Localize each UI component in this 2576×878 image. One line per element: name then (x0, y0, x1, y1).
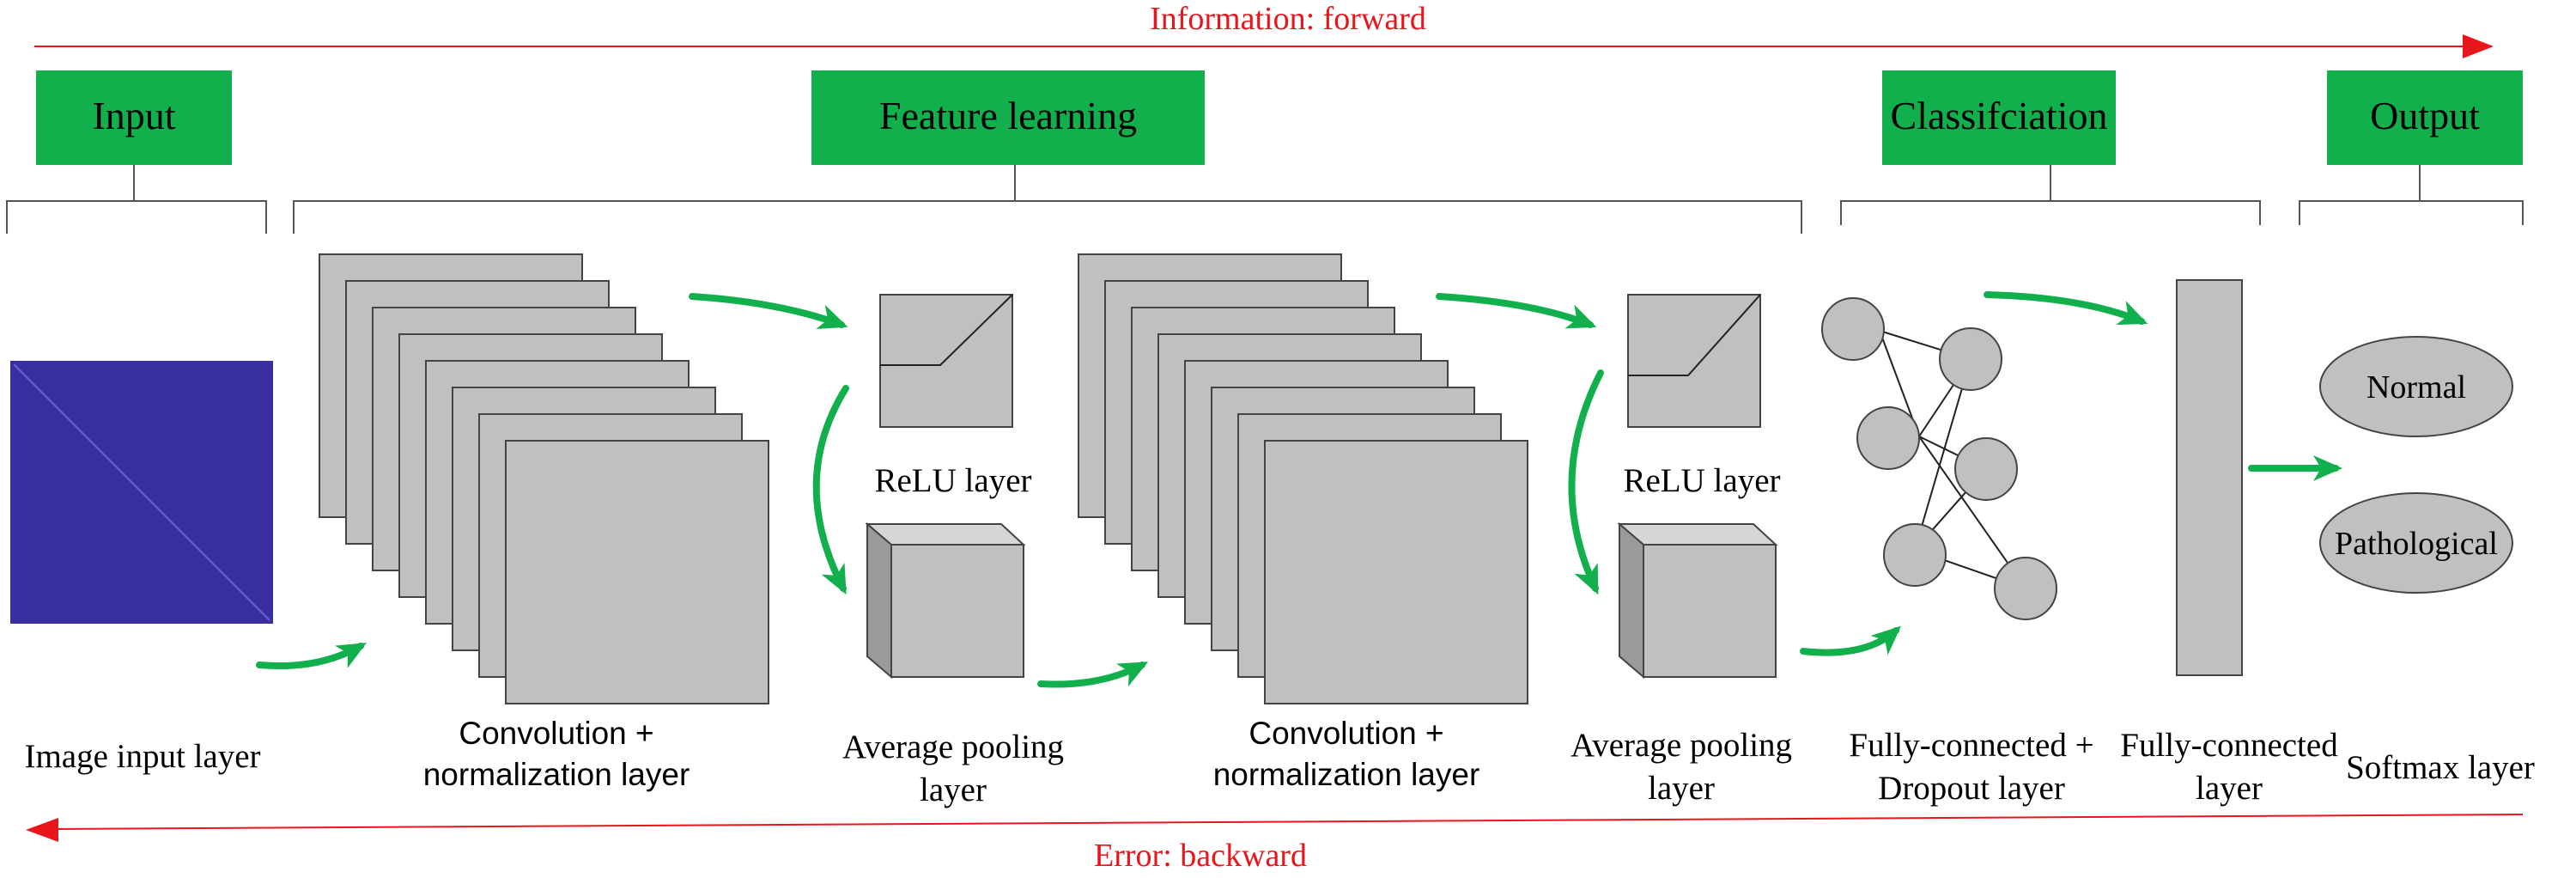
green-arrow (1984, 291, 2148, 325)
label-avgpool1-line1: Average pooling (842, 729, 1064, 765)
stage-header-feature-learning: Feature learning (811, 70, 1205, 165)
softmax-output-pathological: Pathological (2319, 492, 2513, 594)
forward-arrow-head (2463, 34, 2494, 58)
green-arrow (1037, 662, 1149, 688)
stage-header-classification-box (1882, 70, 2116, 165)
bracket-input (6, 165, 267, 234)
label-conv2-line2: normalization layer (1213, 757, 1480, 792)
backward-flow-label: Error: backward (1094, 838, 1307, 874)
label-relu1: ReLU layer (874, 462, 1031, 499)
fc-neuron (1821, 297, 1885, 361)
label-avgpool1-line2: layer (920, 771, 987, 808)
relu-icon-2 (1627, 294, 1761, 428)
connector-arrows (256, 291, 2342, 688)
stage-header-feature-learning-label: Feature learning (879, 94, 1137, 137)
stage-brackets (6, 165, 2524, 234)
bracket-feature-learning (293, 165, 1802, 234)
relu-icon-1 (879, 294, 1013, 428)
bracket-classification (1840, 165, 2261, 225)
fc-neuron (1954, 437, 2018, 501)
conv-stack-1 (319, 253, 769, 704)
output-normal-label: Normal (2366, 369, 2466, 405)
stage-header-input-label: Input (92, 94, 175, 137)
label-avgpool2-line2: layer (1648, 770, 1715, 807)
avgpool-cube-2 (1617, 521, 1778, 680)
fc-neuron (1856, 406, 1920, 470)
label-avgpool2-line1: Average pooling (1571, 727, 1792, 764)
label-conv1-line2: normalization layer (423, 757, 690, 792)
stage-header-classification: Classifciation (1882, 70, 2116, 165)
backward-flow: Error: backward (26, 814, 2524, 874)
stage-header-classification-label: Classifciation (1891, 94, 2108, 137)
backward-arrow-head (26, 818, 58, 842)
stage-header-input-box (36, 70, 232, 165)
label-image-input: Image input layer (24, 738, 260, 775)
backward-arrow-line (52, 814, 2524, 830)
forward-flow: Information: forward (34, 1, 2494, 58)
label-conv2-line1: Convolution + (1249, 716, 1443, 751)
stage-header-output-label: Output (2370, 94, 2480, 137)
green-arrow (812, 385, 849, 595)
fc-neuron (1883, 523, 1947, 587)
output-pathological-label: Pathological (2335, 526, 2498, 562)
conv-stack-2-map (1264, 440, 1528, 704)
label-fc-line2: layer (2196, 770, 2263, 807)
softmax-output-normal: Normal (2319, 336, 2513, 437)
label-fc-line1: Fully-connected (2120, 727, 2338, 764)
green-arrow (1568, 369, 1604, 595)
input-image (10, 361, 273, 624)
green-arrow (689, 293, 848, 330)
green-arrow (256, 643, 367, 670)
green-arrow (1800, 625, 1901, 656)
green-arrow (1436, 293, 1597, 329)
fc-dropout-network (1821, 297, 2057, 620)
label-conv1-line1: Convolution + (459, 716, 653, 751)
forward-flow-label: Information: forward (1150, 1, 1426, 37)
fc-layer-bar (2176, 279, 2243, 676)
stage-header-input: Input (36, 70, 232, 165)
fc-neuron (1994, 557, 2057, 620)
label-softmax: Softmax layer (2346, 749, 2535, 786)
conv-stack-2 (1078, 253, 1528, 704)
stage-header-output: Output (2327, 70, 2523, 165)
stage-header-feature-learning-box (811, 70, 1205, 165)
stage-header-output-box (2327, 70, 2523, 165)
label-fc-dropout-line1: Fully-connected + (1849, 727, 2093, 764)
conv-stack-1-map (505, 440, 769, 704)
avgpool-cube-1 (865, 521, 1026, 680)
bracket-output (2299, 165, 2524, 225)
label-fc-dropout-line2: Dropout layer (1878, 770, 2065, 807)
label-relu2: ReLU layer (1623, 462, 1780, 499)
layer-labels: Image input layer Convolution + normaliz… (24, 462, 2534, 808)
fc-neuron (1939, 327, 2002, 391)
